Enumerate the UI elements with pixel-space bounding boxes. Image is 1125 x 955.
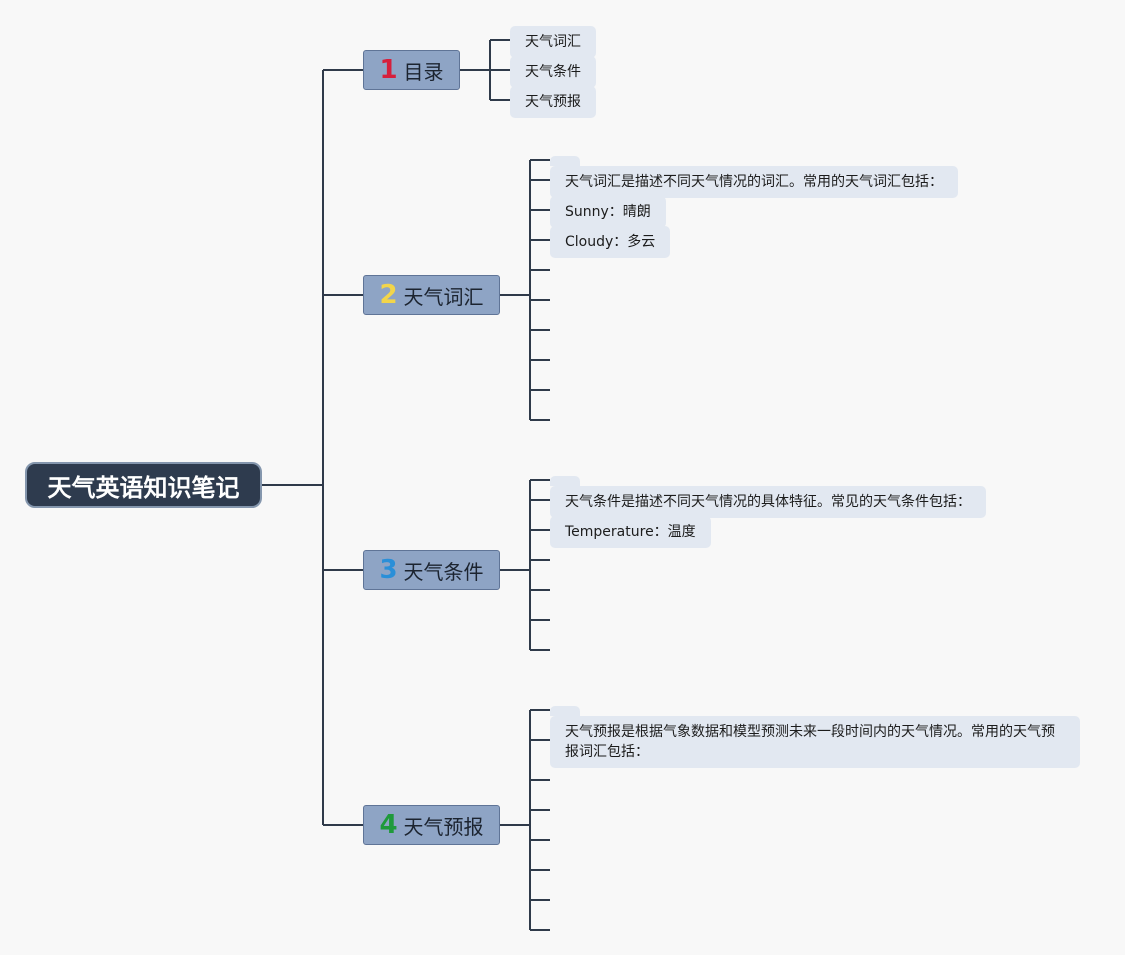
branch-topic-weather-vocabulary[interactable]: 2 天气词汇 bbox=[363, 275, 500, 315]
leaf-text: 天气词汇是描述不同天气情况的词汇。常用的天气词汇包括： bbox=[565, 174, 943, 190]
leaf-text: 天气预报 bbox=[525, 94, 581, 110]
leaf-sunny[interactable]: Sunny：晴朗 bbox=[550, 196, 666, 228]
branch-topic-weather-forecast[interactable]: 4 天气预报 bbox=[363, 805, 500, 845]
leaf-text: 天气预报是根据气象数据和模型预测未来一段时间内的天气情况。常用的天气预报词汇包括… bbox=[565, 724, 1055, 760]
branch-title-weather-conditions: 天气条件 bbox=[403, 559, 484, 584]
leaf-text: 天气词汇 bbox=[525, 34, 581, 50]
empty-leaf-tab bbox=[550, 156, 580, 166]
branch-title-weather-vocabulary: 天气词汇 bbox=[403, 284, 484, 309]
branch-topic-contents[interactable]: 1 目录 bbox=[363, 50, 460, 90]
leaf-text: Temperature：温度 bbox=[565, 524, 696, 540]
empty-leaf-tab bbox=[550, 706, 580, 716]
leaf-text: 天气条件是描述不同天气情况的具体特征。常见的天气条件包括： bbox=[565, 494, 971, 510]
leaf-conditions-description[interactable]: 天气条件是描述不同天气情况的具体特征。常见的天气条件包括： bbox=[550, 486, 986, 518]
leaf-text: 天气条件 bbox=[525, 64, 581, 80]
leaf-vocabulary-description[interactable]: 天气词汇是描述不同天气情况的词汇。常用的天气词汇包括： bbox=[550, 166, 958, 198]
leaf-temperature[interactable]: Temperature：温度 bbox=[550, 516, 711, 548]
empty-leaf-tab bbox=[550, 476, 580, 486]
branch-number-3: 3 bbox=[379, 555, 398, 585]
root-title: 天气英语知识笔记 bbox=[47, 473, 240, 502]
branch-number-1: 1 bbox=[379, 55, 398, 85]
leaf-cloudy[interactable]: Cloudy：多云 bbox=[550, 226, 671, 258]
branch-title-contents: 目录 bbox=[403, 59, 444, 84]
root-topic[interactable]: 天气英语知识笔记 bbox=[25, 462, 262, 508]
leaf-weather-forecast-link[interactable]: 天气预报 bbox=[510, 86, 596, 118]
branch-topic-weather-conditions[interactable]: 3 天气条件 bbox=[363, 550, 500, 590]
leaf-text: Cloudy：多云 bbox=[565, 234, 656, 250]
leaf-weather-conditions-link[interactable]: 天气条件 bbox=[510, 56, 596, 88]
branch-number-2: 2 bbox=[379, 280, 398, 310]
leaf-forecast-description[interactable]: 天气预报是根据气象数据和模型预测未来一段时间内的天气情况。常用的天气预报词汇包括… bbox=[550, 716, 1080, 768]
leaf-text: Sunny：晴朗 bbox=[565, 204, 651, 220]
branch-number-4: 4 bbox=[379, 810, 398, 840]
branch-title-weather-forecast: 天气预报 bbox=[403, 814, 484, 839]
leaf-weather-vocabulary-link[interactable]: 天气词汇 bbox=[510, 26, 596, 58]
